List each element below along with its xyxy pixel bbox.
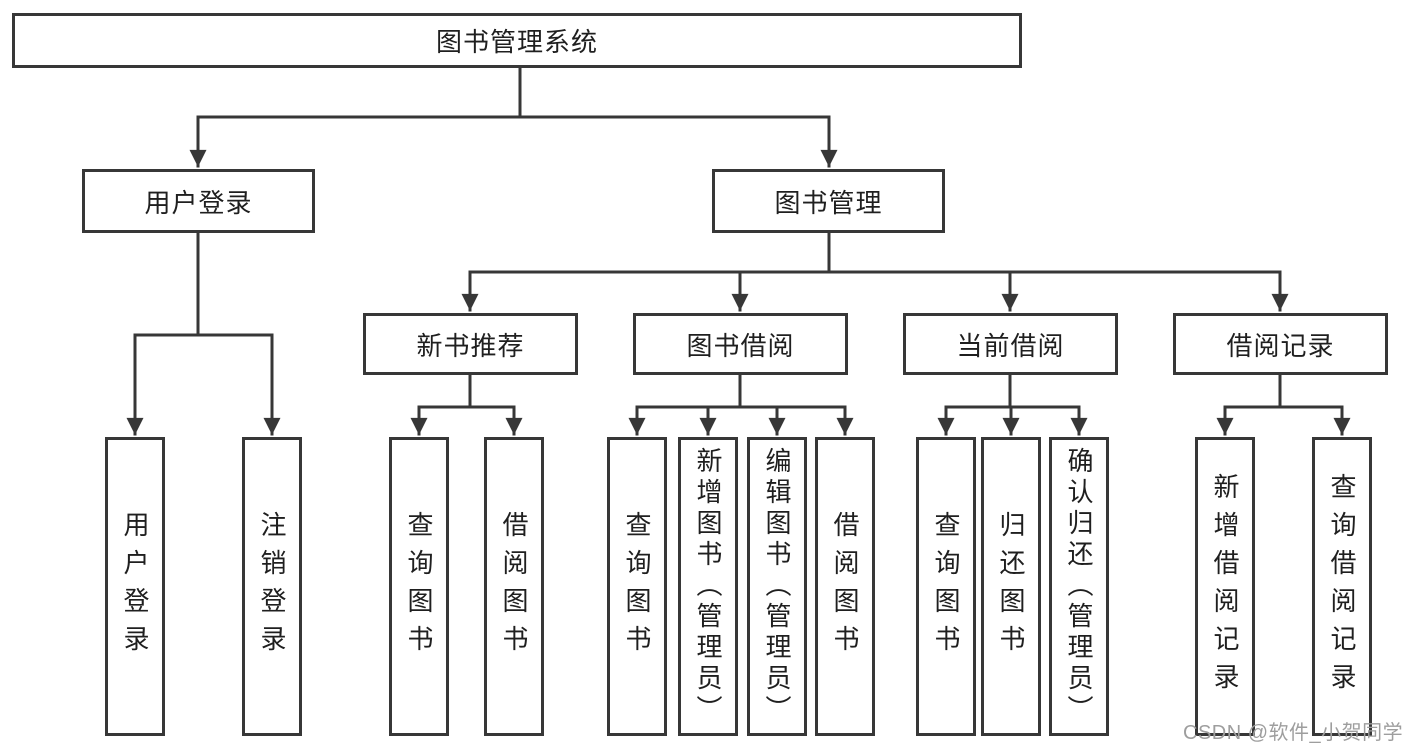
node-new-book-recommendation-label: 新书推荐 (416, 330, 525, 361)
node-new-book-recommendation: 新书推荐 (363, 313, 578, 375)
node-root-label: 图书管理系统 (435, 27, 598, 57)
leaf-logout-login: 注销登录 (242, 437, 302, 736)
leaf-confirm-return-admin-label: 确认归还（管理员） (1064, 447, 1094, 726)
leaf-add-books-admin: 新增图书（管理员） (678, 437, 738, 736)
node-borrow-records: 借阅记录 (1173, 313, 1388, 375)
leaf-borrow-books-borrowing-label: 借阅图书 (830, 510, 860, 663)
node-user-login: 用户登录 (82, 169, 315, 233)
leaf-borrow-books-borrowing: 借阅图书 (815, 437, 875, 736)
leaf-user-login-label: 用户登录 (120, 510, 150, 663)
node-root: 图书管理系统 (12, 13, 1022, 68)
node-book-management-label: 图书管理 (774, 187, 883, 218)
leaf-query-books-recommend: 查询图书 (389, 437, 449, 736)
leaf-confirm-return-admin: 确认归还（管理员） (1049, 437, 1109, 736)
node-book-management: 图书管理 (712, 169, 945, 233)
leaf-logout-login-label: 注销登录 (257, 510, 287, 663)
leaf-return-books-label: 归还图书 (996, 510, 1026, 663)
leaf-edit-books-admin: 编辑图书（管理员） (747, 437, 807, 736)
leaf-borrow-books-recommend-label: 借阅图书 (499, 510, 529, 663)
leaf-add-borrow-record: 新增借阅记录 (1195, 437, 1255, 736)
leaf-user-login: 用户登录 (105, 437, 165, 736)
leaf-add-borrow-record-label: 新增借阅记录 (1210, 472, 1240, 701)
leaf-add-books-admin-label: 新增图书（管理员） (693, 447, 723, 726)
leaf-query-borrow-record: 查询借阅记录 (1312, 437, 1372, 736)
leaf-return-books: 归还图书 (981, 437, 1041, 736)
node-user-login-label: 用户登录 (144, 187, 253, 218)
node-book-borrowing-label: 图书借阅 (686, 330, 795, 361)
node-book-borrowing: 图书借阅 (633, 313, 848, 375)
leaf-query-borrow-record-label: 查询借阅记录 (1327, 472, 1357, 701)
leaf-query-books-recommend-label: 查询图书 (404, 510, 434, 663)
leaf-borrow-books-recommend: 借阅图书 (484, 437, 544, 736)
node-current-borrowing-label: 当前借阅 (956, 330, 1065, 361)
node-current-borrowing: 当前借阅 (903, 313, 1118, 375)
node-borrow-records-label: 借阅记录 (1226, 330, 1335, 361)
leaf-edit-books-admin-label: 编辑图书（管理员） (762, 447, 792, 726)
leaf-query-books-borrowing-label: 查询图书 (622, 510, 652, 663)
leaf-query-books-current-label: 查询图书 (931, 510, 961, 663)
leaf-query-books-borrowing: 查询图书 (607, 437, 667, 736)
csdn-watermark: CSDN @软件_小贺同学 (1183, 722, 1404, 744)
leaf-query-books-current: 查询图书 (916, 437, 976, 736)
